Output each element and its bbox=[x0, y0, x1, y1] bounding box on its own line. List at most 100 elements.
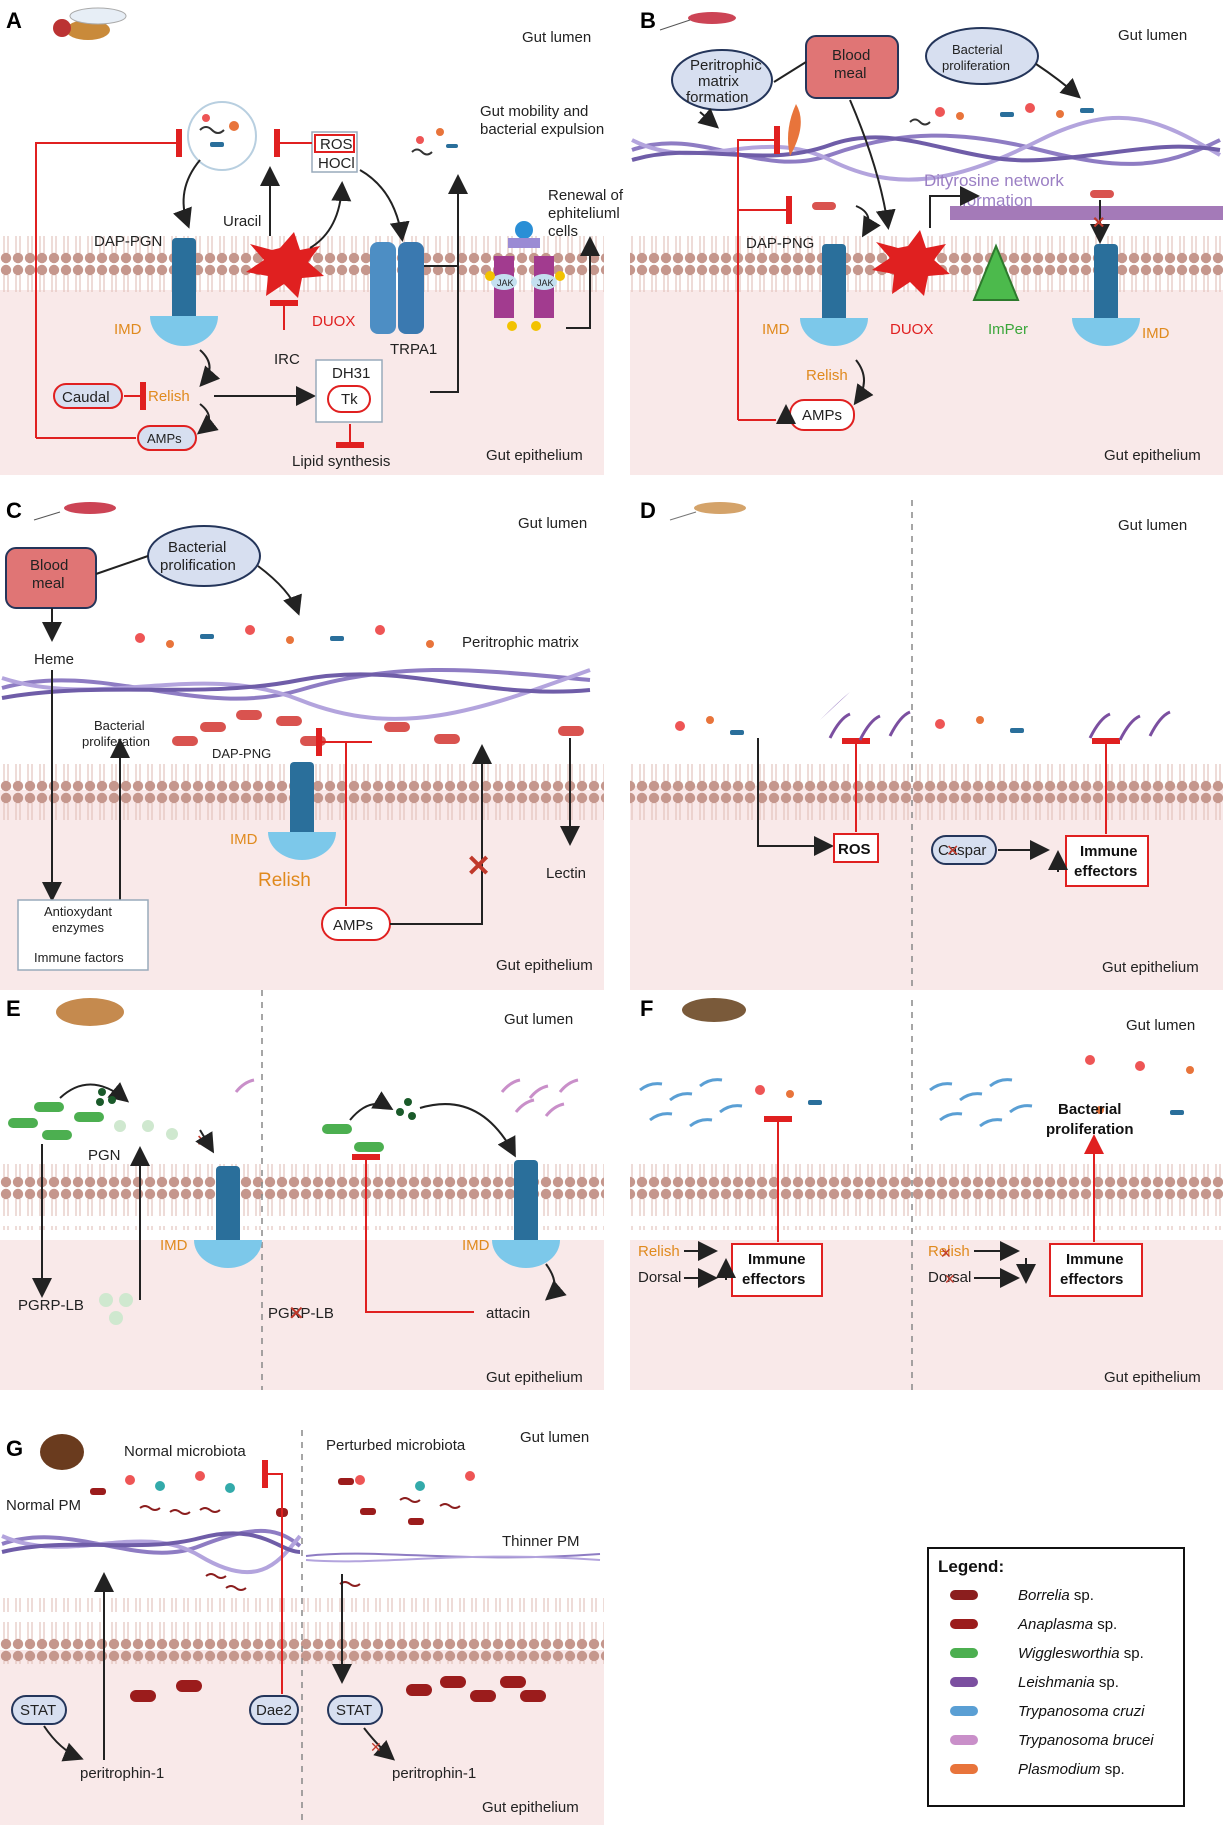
peritrophic-matrix bbox=[631, 115, 1222, 182]
legend-title: Legend: bbox=[938, 1557, 1004, 1576]
bacteria-f bbox=[755, 1055, 1194, 1115]
irc-label: IRC bbox=[274, 351, 300, 368]
panel-e: E Gut lumen Gut epithelium ✕ PGN PGRP-LB… bbox=[0, 990, 604, 1390]
svg-text:Immune: Immune bbox=[1080, 843, 1138, 860]
svg-text:IMD: IMD bbox=[160, 1237, 188, 1254]
duox-burst bbox=[246, 232, 324, 298]
svg-text:IMD: IMD bbox=[462, 1237, 490, 1254]
svg-text:C: C bbox=[6, 498, 22, 523]
svg-text:STAT: STAT bbox=[336, 1702, 372, 1719]
svg-text:F: F bbox=[640, 996, 653, 1021]
svg-text:Gut lumen: Gut lumen bbox=[518, 515, 587, 532]
svg-text:peritrophin-1: peritrophin-1 bbox=[392, 1765, 476, 1782]
svg-text:Caspar: Caspar bbox=[938, 842, 986, 859]
leishmania-d bbox=[820, 692, 850, 720]
svg-text:DUOX: DUOX bbox=[890, 321, 933, 338]
bacteria-cluster bbox=[199, 114, 239, 147]
pgn-dots bbox=[96, 1088, 416, 1140]
legend-swatch-0 bbox=[950, 1590, 978, 1600]
svg-text:✕: ✕ bbox=[940, 1245, 952, 1261]
svg-text:prolification: prolification bbox=[160, 557, 236, 574]
legend-swatch-2 bbox=[950, 1648, 978, 1658]
svg-text:E: E bbox=[6, 996, 21, 1021]
svg-text:Gut lumen: Gut lumen bbox=[1118, 27, 1187, 44]
panel-a: A Gut lumen Gut epithelium ROS HOCl DAP-… bbox=[0, 0, 624, 475]
svg-text:Bacterial: Bacterial bbox=[168, 539, 226, 556]
legend-item-4: Trypanosoma cruzi bbox=[1018, 1703, 1145, 1720]
kissing-bug-icon bbox=[682, 998, 746, 1022]
panel-b: B Gut lumen Gut epithelium Peritrophic m… bbox=[630, 8, 1223, 475]
bacteria-d bbox=[675, 716, 1024, 735]
svg-text:✕: ✕ bbox=[288, 1303, 305, 1325]
caudal-label: Caudal bbox=[62, 389, 110, 406]
svg-text:Relish: Relish bbox=[928, 1243, 970, 1260]
svg-text:Gut epithelium: Gut epithelium bbox=[482, 1799, 579, 1816]
imper-triangle bbox=[972, 243, 1020, 301]
tcruzi-f bbox=[639, 1078, 1033, 1128]
microbiota-g bbox=[90, 1471, 475, 1525]
svg-text:✕: ✕ bbox=[370, 1739, 382, 1755]
leishmania-group-d bbox=[828, 710, 1171, 741]
panel-g: G Gut lumen Gut epithelium Normal microb… bbox=[0, 1429, 604, 1825]
tk-label: Tk bbox=[341, 391, 358, 408]
svg-text:PGN: PGN bbox=[88, 1147, 121, 1164]
duox-burst-b bbox=[872, 230, 950, 296]
svg-text:attacin: attacin bbox=[486, 1305, 530, 1322]
legend-swatch-3 bbox=[950, 1677, 978, 1687]
svg-text:Immune: Immune bbox=[1066, 1251, 1124, 1268]
svg-text:PGRP-LB: PGRP-LB bbox=[268, 1305, 334, 1322]
svg-text:effectors: effectors bbox=[1060, 1271, 1123, 1288]
svg-text:meal: meal bbox=[32, 575, 65, 592]
svg-text:Gut lumen: Gut lumen bbox=[1118, 517, 1187, 534]
panel-b-letter: B bbox=[640, 8, 656, 33]
svg-text:Gut epithelium: Gut epithelium bbox=[1102, 959, 1199, 976]
svg-text:✕: ✕ bbox=[466, 850, 491, 883]
svg-text:Gut epithelium: Gut epithelium bbox=[1104, 447, 1201, 464]
amps-label: AMPs bbox=[147, 431, 182, 446]
panel-c: C Gut lumen Gut epithelium Blood meal Ba… bbox=[0, 498, 604, 990]
trpa1-label: TRPA1 bbox=[390, 341, 437, 358]
hocl-label: HOCl bbox=[318, 155, 355, 172]
relish-label-c: Relish bbox=[258, 870, 311, 891]
svg-text:STAT: STAT bbox=[20, 1702, 56, 1719]
svg-text:meal: meal bbox=[834, 65, 867, 82]
svg-text:Lectin: Lectin bbox=[546, 865, 586, 882]
imd-label: IMD bbox=[114, 321, 142, 338]
svg-text:effectors: effectors bbox=[1074, 863, 1137, 880]
svg-text:Antioxydant: Antioxydant bbox=[44, 904, 112, 919]
svg-text:enzymes: enzymes bbox=[52, 920, 105, 935]
peritrophic-matrix-c bbox=[1, 668, 591, 721]
svg-text:Bacterial: Bacterial bbox=[1058, 1101, 1121, 1118]
svg-text:cells: cells bbox=[548, 223, 578, 240]
legend-item-3: Leishmania sp. bbox=[1018, 1674, 1119, 1691]
svg-text:Normal PM: Normal PM bbox=[6, 1497, 81, 1514]
legend-swatch-6 bbox=[950, 1764, 978, 1774]
svg-text:Gut epithelium: Gut epithelium bbox=[486, 1369, 583, 1386]
expelled-bacteria bbox=[411, 128, 458, 156]
svg-text:Dorsal: Dorsal bbox=[928, 1269, 971, 1286]
svg-text:DAP-PNG: DAP-PNG bbox=[212, 746, 271, 761]
relish-label: Relish bbox=[148, 388, 190, 405]
svg-text:Thinner PM: Thinner PM bbox=[502, 1533, 580, 1550]
dityrosine-label: Dityrosine network bbox=[924, 171, 1064, 190]
svg-text:IMD: IMD bbox=[230, 831, 258, 848]
legend-item-1: Anaplasma sp. bbox=[1017, 1616, 1117, 1633]
svg-text:✕: ✕ bbox=[944, 1271, 956, 1287]
svg-text:JAK: JAK bbox=[537, 278, 554, 288]
svg-text:Bacterial: Bacterial bbox=[94, 718, 145, 733]
tsetse-icon bbox=[56, 998, 124, 1026]
svg-text:peritrophin-1: peritrophin-1 bbox=[80, 1765, 164, 1782]
svg-text:Renewal of: Renewal of bbox=[548, 187, 624, 204]
svg-text:Heme: Heme bbox=[34, 651, 74, 668]
mosquito-icon bbox=[33, 502, 116, 521]
anaplasma-group-c bbox=[172, 710, 584, 746]
svg-text:proliferation: proliferation bbox=[82, 734, 150, 749]
jak-receptor: JAK JAK bbox=[485, 221, 565, 331]
svg-text:Dorsal: Dorsal bbox=[638, 1269, 681, 1286]
normal-pm bbox=[1, 1528, 302, 1575]
svg-text:Relish: Relish bbox=[806, 367, 848, 384]
tick-icon bbox=[40, 1434, 84, 1470]
svg-text:✕: ✕ bbox=[1092, 215, 1105, 232]
svg-text:Normal microbiota: Normal microbiota bbox=[124, 1443, 246, 1460]
